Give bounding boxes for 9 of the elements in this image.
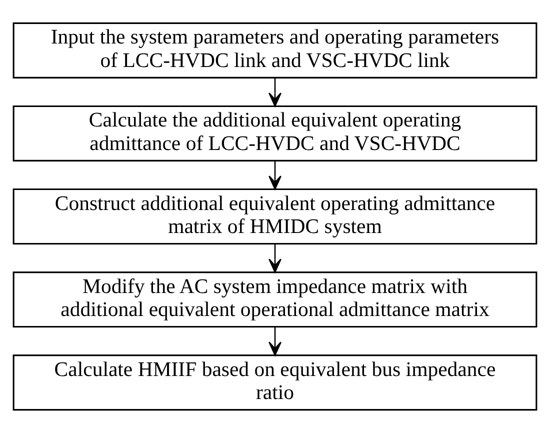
arrow [268,244,282,273]
arrow [268,161,282,190]
node-box: Calculate the additional equivalent operating admittance of LCC-HVDC and VSC-HVDC [12,105,538,162]
arrow [268,78,282,107]
node-box: Modify the AC system impedance matrix with additional equivalent operational admittance matrix [12,272,538,328]
node-box: Calculate HMIIF based on equivalent bus impedance ratio [12,354,538,411]
node-box: Input the system parameters and operating parameters of LCC-HVDC link and VSC-HVDC link [12,22,538,78]
arrow [268,327,282,356]
node-box: Construct additional equivalent operating admittance matrix of HMIDC system [12,188,538,245]
